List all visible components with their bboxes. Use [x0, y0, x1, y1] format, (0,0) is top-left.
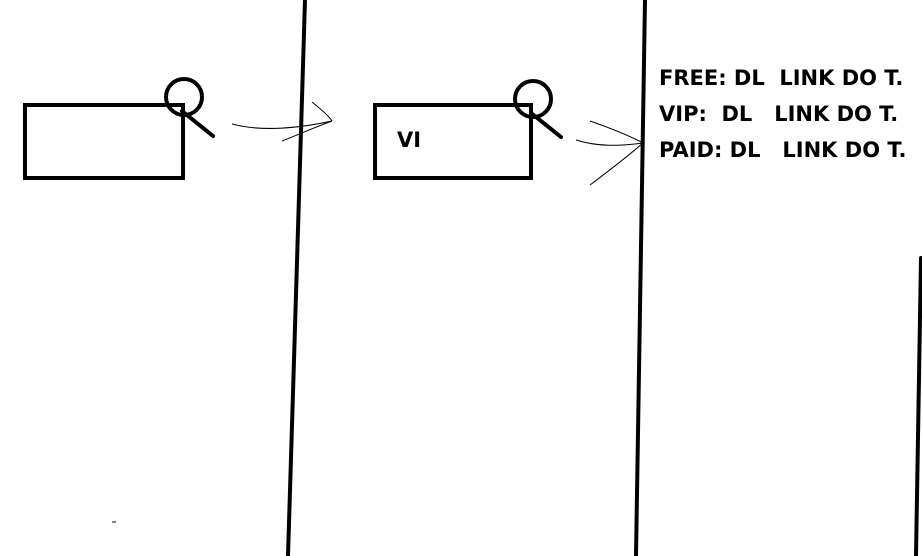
step1-search [23, 77, 215, 180]
divider-line-2 [634, 0, 647, 556]
result-line-paid: PAID: DL LINK DO T. [659, 138, 906, 162]
divider-line-1 [286, 0, 307, 556]
divider-line-3 [914, 256, 922, 556]
step1-search-box[interactable] [23, 103, 185, 180]
magnifier-icon[interactable] [513, 79, 563, 139]
arrow-1 [231, 101, 333, 142]
step2-search-box[interactable] [373, 103, 533, 180]
column-dividers [286, 0, 922, 556]
step2-search: VI [373, 79, 563, 180]
result-line-vip: VIP: DL LINK DO T. [659, 102, 898, 126]
step3-results: FREE: DL LINK DO T. VIP: DL LINK DO T. P… [659, 66, 906, 162]
arrow-2 [575, 120, 644, 186]
step2-box-text: VI [397, 128, 421, 152]
magnifier-icon[interactable] [164, 77, 215, 138]
result-line-free: FREE: DL LINK DO T. [659, 66, 903, 90]
